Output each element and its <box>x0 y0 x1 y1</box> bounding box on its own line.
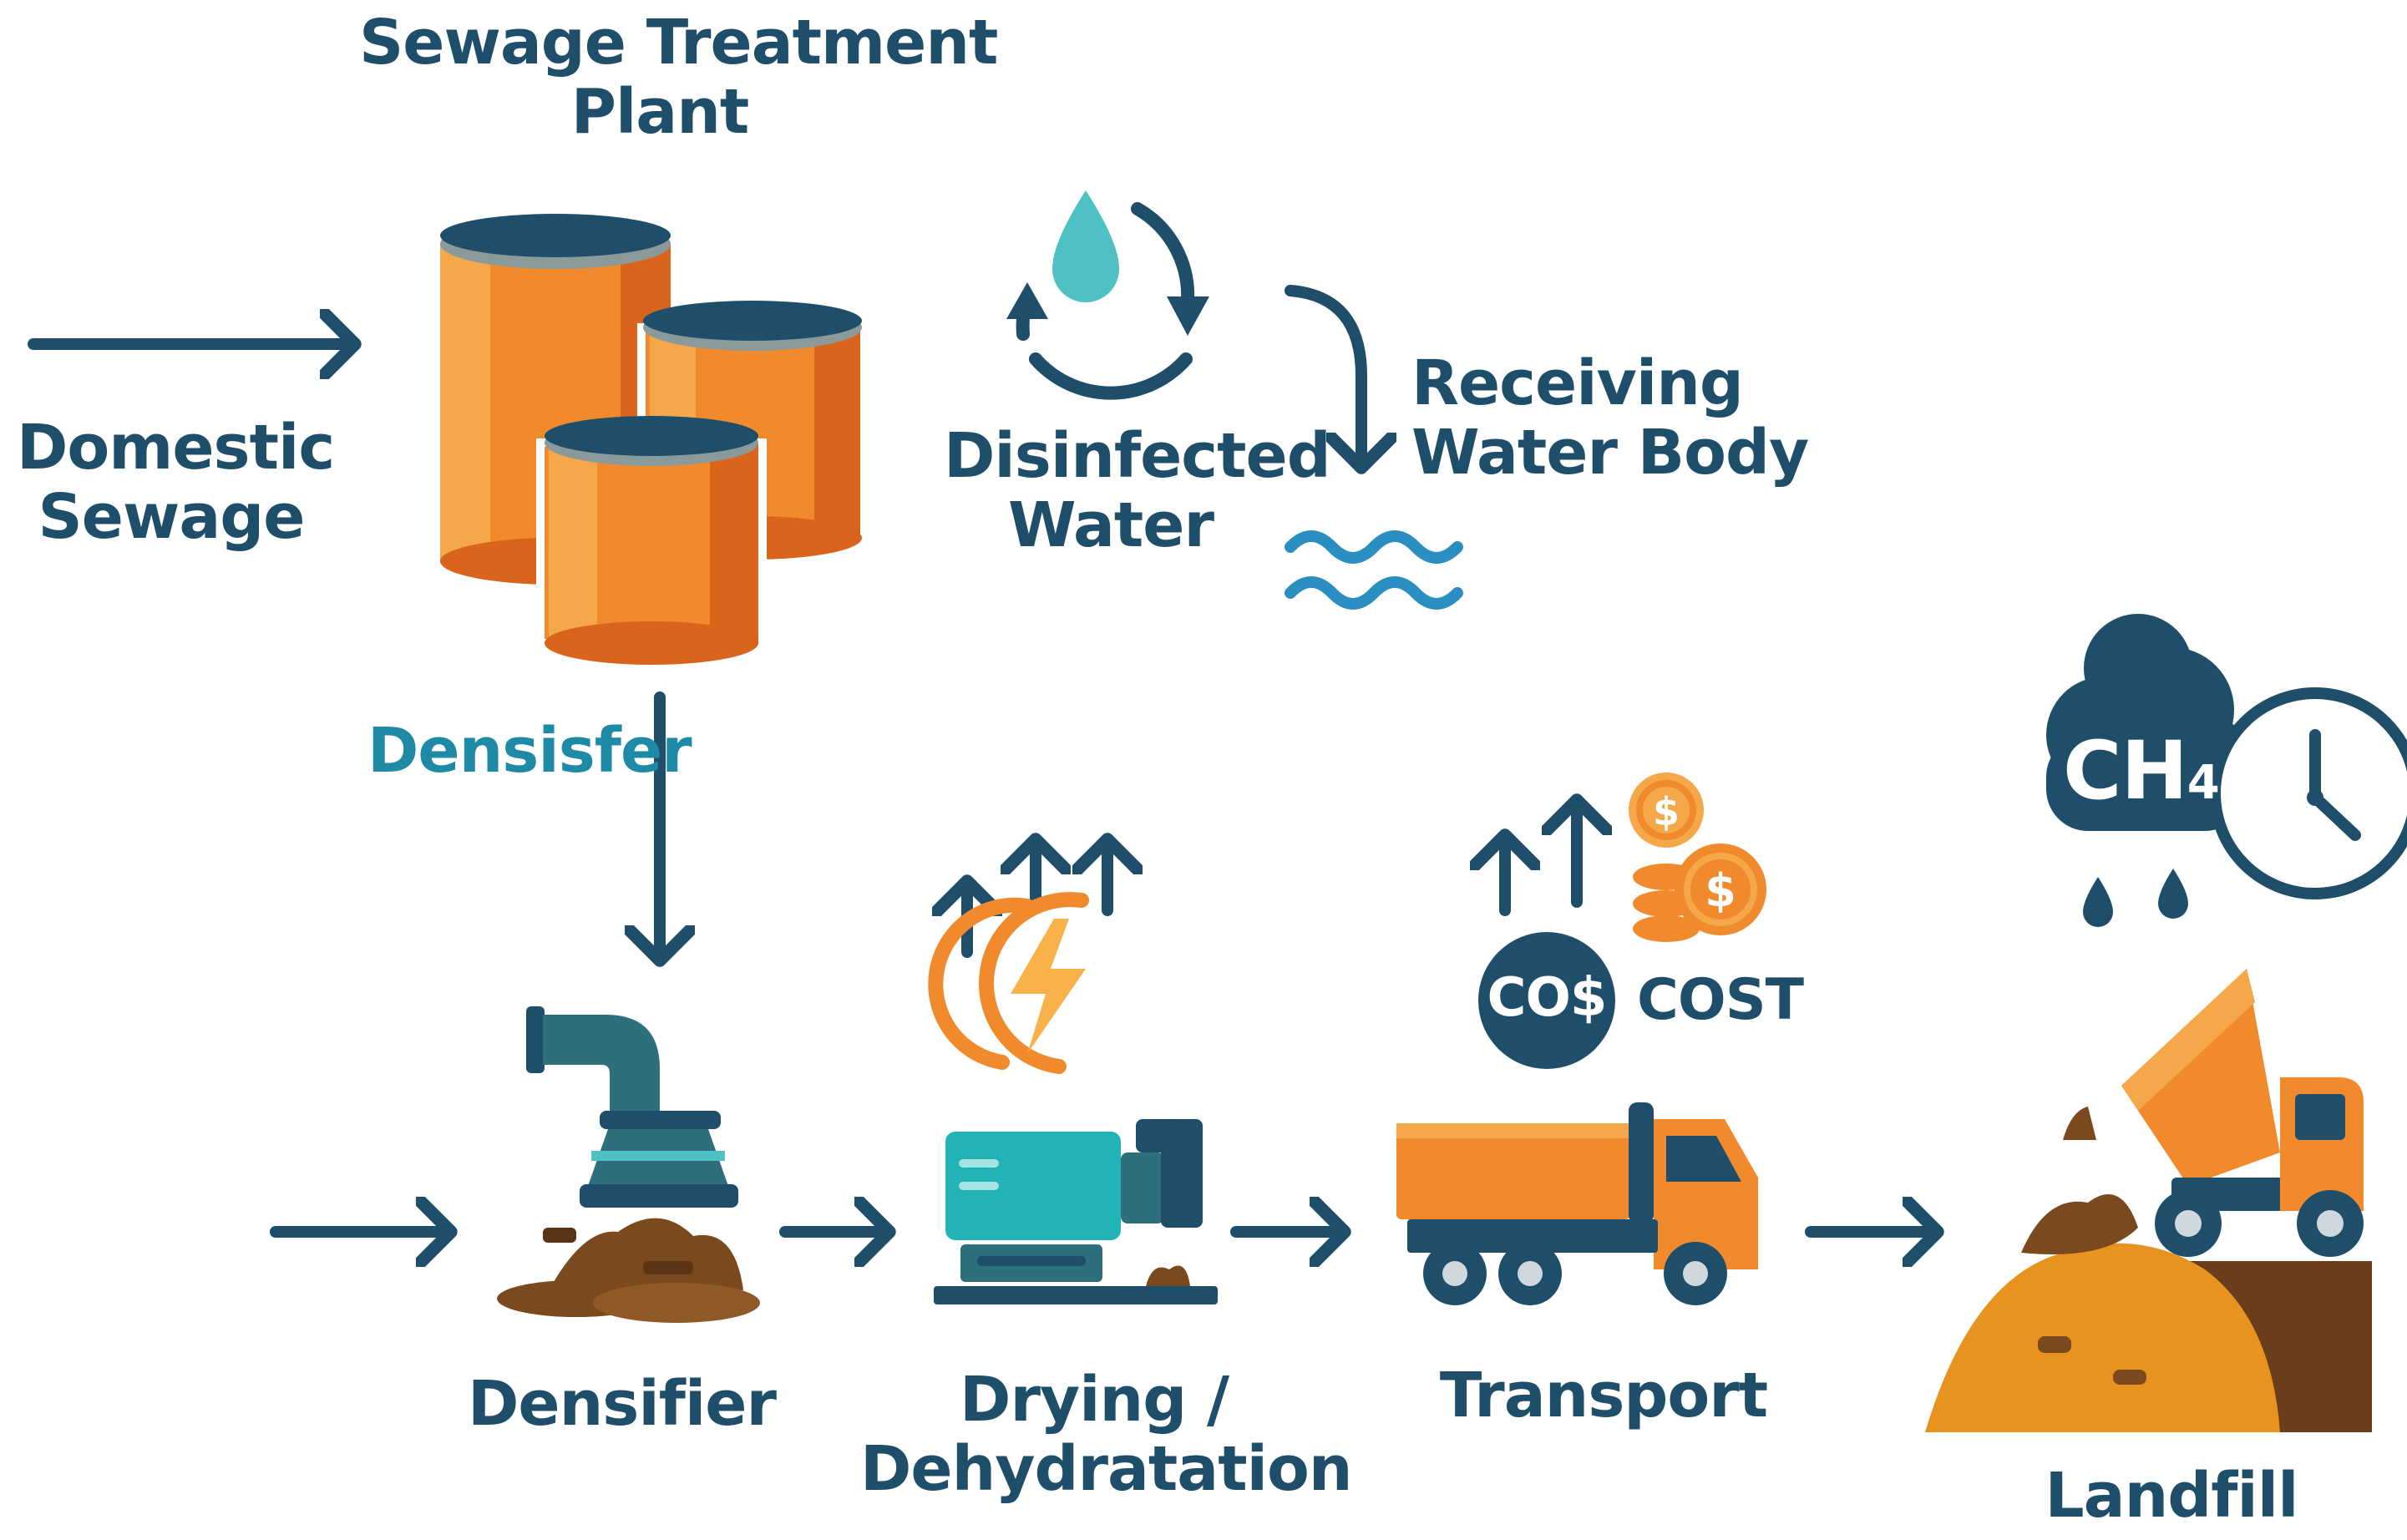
domestic-sewage-line1: Domestic <box>17 412 335 484</box>
transport-label: Transport <box>1439 1360 1768 1431</box>
landfill-label: Landfill <box>2045 1460 2298 1532</box>
domestic-sewage-line2: Sewage <box>38 480 306 553</box>
drying-label-line2: Dehydratation <box>860 1432 1353 1505</box>
landfill-mound-icon <box>1925 1194 2372 1432</box>
densifier-label: Densifier <box>468 1368 777 1440</box>
drying-label: Drying / Dehydratation <box>860 1364 1353 1505</box>
pump-machine-icon <box>934 1119 1218 1304</box>
ch4-label: CH4 <box>2063 724 2220 818</box>
cost-badge-circle <box>1478 932 1615 1069</box>
sewage-plant-title-line1: Sewage Treatment <box>359 7 998 79</box>
receiving-water-line2: Water Body <box>1411 416 1809 489</box>
lightning-icon <box>928 892 1089 1074</box>
clock-icon <box>2209 687 2407 899</box>
sewage-plant-title-line2: Plant <box>570 75 750 148</box>
densifier-pipe-icon <box>497 1006 760 1323</box>
sewage-plant-title: Sewage Treatment Plant <box>359 7 998 148</box>
disinfected-water-line1: Disinfected <box>944 420 1331 492</box>
ch4-main: CH <box>2063 724 2188 818</box>
cost-badge-text: CO$ <box>1487 967 1608 1029</box>
truck-icon <box>1396 1102 1758 1305</box>
svg-text:$: $ <box>1653 789 1680 834</box>
svg-text:$: $ <box>1705 864 1736 917</box>
cost-label: COST <box>1637 967 1804 1033</box>
dump-truck-icon <box>2063 969 2364 1257</box>
coins-icon: $ $ <box>1629 773 1766 942</box>
arrow-to-receiving-water <box>1285 285 1361 468</box>
domestic-sewage-label: Domestic Sewage <box>17 412 335 553</box>
densisfer-label: Densisfer <box>367 715 692 787</box>
ch4-subscript: 4 <box>2187 756 2220 810</box>
waves-icon <box>1285 530 1463 610</box>
drying-label-line1: Drying / <box>960 1364 1229 1436</box>
receiving-water-line1: Receiving <box>1411 347 1744 419</box>
sewage-tanks-icon <box>440 214 868 665</box>
water-cycle-icon <box>1006 190 1209 400</box>
receiving-water-label: Receiving Water Body <box>1411 347 1809 489</box>
disinfected-water-label: Disinfected Water <box>944 420 1331 561</box>
flow-arrows <box>28 285 1938 1232</box>
disinfected-water-line2: Water <box>1008 489 1214 561</box>
